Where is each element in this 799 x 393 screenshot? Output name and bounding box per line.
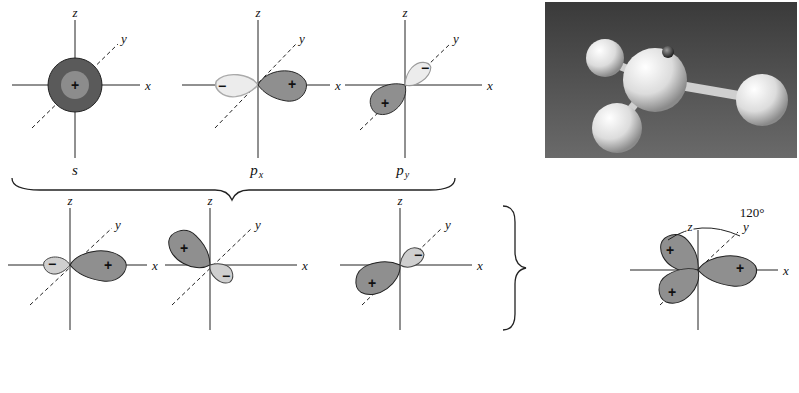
axis-label: x	[334, 79, 342, 92]
orbital-subscript: y	[405, 170, 409, 180]
phase-sign: +	[668, 285, 676, 299]
phase-sign: +	[180, 241, 188, 255]
axis-label: z	[71, 6, 78, 19]
orbital-name: p	[396, 163, 404, 178]
axis-label: y	[254, 218, 262, 231]
axis-label: x	[301, 259, 309, 272]
phase-sign: −	[218, 79, 226, 93]
axis-label: y	[120, 32, 128, 45]
phase-sign: +	[368, 276, 376, 290]
phase-sign: −	[48, 257, 56, 271]
orbital-name: s	[72, 163, 78, 178]
axis-label: z	[206, 194, 213, 207]
phase-sign: +	[736, 261, 744, 275]
axis-label: x	[476, 259, 484, 272]
phase-sign: +	[104, 258, 112, 272]
axis-label: y	[298, 32, 306, 45]
axis-label: z	[66, 194, 73, 207]
phase-sign: +	[666, 243, 674, 257]
axis-label: x	[486, 79, 494, 92]
orbital-subscript: x	[259, 170, 263, 180]
axis-label: z	[686, 220, 693, 233]
angle-label: 120°	[739, 206, 766, 219]
axis-label: y	[114, 218, 122, 231]
axis-label: y	[742, 220, 750, 233]
axis-label: x	[782, 264, 790, 277]
orbital-name: p	[250, 163, 258, 178]
phase-sign: −	[421, 61, 429, 75]
axis-label: y	[452, 32, 460, 45]
phase-sign: +	[381, 96, 389, 110]
phase-sign: +	[71, 78, 79, 92]
phase-sign: +	[288, 77, 296, 91]
axis-label: y	[444, 218, 452, 231]
phase-sign: −	[414, 248, 422, 262]
phase-sign: −	[222, 269, 230, 283]
axis-label: z	[396, 194, 403, 207]
axis-label: z	[401, 6, 408, 19]
axis-label: x	[151, 259, 159, 272]
axis-label: x	[144, 79, 152, 92]
axis-label: z	[254, 6, 261, 19]
